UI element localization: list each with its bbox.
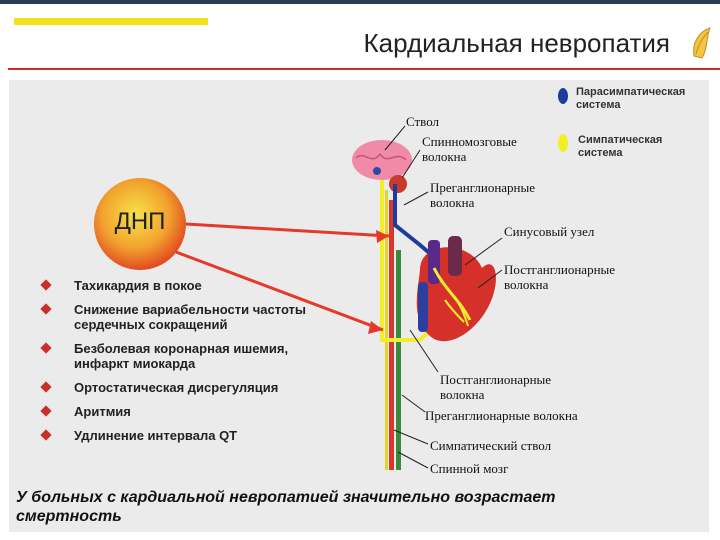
- symptom-list: Тахикардия в покое Снижение вариабельнос…: [40, 278, 340, 443]
- diamond-bullet-icon: [40, 429, 52, 441]
- sympathetic-marker-shape: [558, 134, 568, 152]
- diamond-bullet-icon: [40, 381, 52, 393]
- heart-artery: [418, 282, 428, 332]
- label-preganglionic-top: Преганглионарные волокна: [430, 180, 536, 210]
- parasympathetic-marker-icon: [558, 88, 568, 104]
- list-item: Ортостатическая дисрегуляция: [40, 380, 340, 395]
- dnp-arrow-lower: [175, 250, 384, 332]
- heart-vessel-2: [448, 236, 462, 276]
- spinal-cord-inner: [385, 190, 388, 470]
- label-sinus-node: Синусовый узел: [504, 224, 595, 239]
- label-postganglionic-right: Постганглионарные волокна: [504, 262, 616, 292]
- label-stem: Ствол: [406, 114, 440, 129]
- spinal-cord-column: [396, 250, 401, 470]
- label-spinal-fibers: Спинномозговые волокна: [422, 134, 517, 164]
- sympathetic-marker-icon: [558, 134, 568, 152]
- dnp-circle: [94, 178, 186, 270]
- accent-bar: [14, 18, 208, 25]
- diamond-bullet-icon: [40, 405, 52, 417]
- title-underline: [8, 68, 720, 70]
- footnote: У больных с кардиальной невропатией знач…: [16, 489, 556, 525]
- page-title: Кардиальная невропатия: [363, 28, 671, 58]
- logo-icon: [693, 27, 711, 59]
- list-item: Тахикардия в покое: [40, 278, 340, 293]
- label-postganglionic-bottom: Постганглионарные волокна: [440, 372, 552, 402]
- legend-sympathetic: Симпатическая система: [578, 134, 663, 159]
- diamond-bullet-icon: [40, 303, 52, 315]
- legend-parasympathetic: Парасимпатическая система: [576, 86, 686, 111]
- brain-shape: [352, 140, 412, 180]
- list-item: Аритмия: [40, 404, 340, 419]
- dnp-label: ДНП: [114, 208, 166, 235]
- brainstem-dot: [389, 175, 407, 193]
- top-border: [0, 0, 720, 4]
- label-sympathetic-trunk: Симпатический ствол: [430, 438, 552, 453]
- list-item: Безболевая коронарная ишемия, инфаркт ми…: [40, 341, 340, 371]
- dnp-arrow-upper: [185, 222, 390, 238]
- diamond-bullet-icon: [40, 342, 52, 354]
- list-item: Удлинение интервала QT: [40, 428, 340, 443]
- label-preganglionic-bottom: Преганглионарные волокна: [425, 408, 578, 423]
- label-spinal-cord: Спинной мозг: [430, 461, 509, 476]
- list-item: Снижение вариабельности частоты сердечны…: [40, 302, 340, 332]
- diamond-bullet-icon: [40, 279, 52, 291]
- parasympathetic-marker-shape: [558, 88, 568, 104]
- sympathetic-trunk-column: [389, 200, 394, 470]
